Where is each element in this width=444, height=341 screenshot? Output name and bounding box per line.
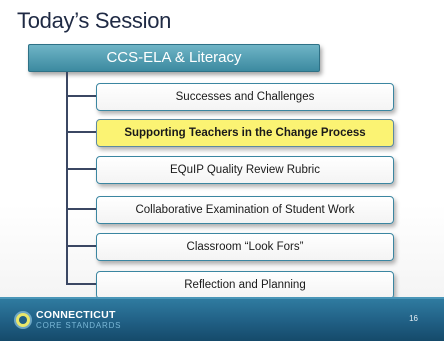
agenda-item-successes: Successes and Challenges <box>96 83 394 111</box>
agenda-item-equip-rubric: EQuIP Quality Review Rubric <box>96 156 394 184</box>
tree-branch <box>66 245 96 247</box>
logo-text-connecticut: CONNECTICUT <box>36 309 116 321</box>
tree-branch <box>66 168 96 170</box>
tree-branch <box>66 208 96 210</box>
slide-title: Today’s Session <box>17 8 172 33</box>
footer-bar: CONNECTICUT CORE STANDARDS 16 <box>0 299 444 341</box>
agenda-item-look-fors: Classroom “Look Fors” <box>96 233 394 261</box>
page-number: 16 <box>409 314 418 323</box>
tree-branch <box>66 283 96 285</box>
logo-text-core-standards: CORE STANDARDS <box>36 321 122 330</box>
logo-circle-icon <box>14 311 32 329</box>
header-bar: CCS-ELA & Literacy <box>28 44 320 72</box>
agenda-item-reflection: Reflection and Planning <box>96 271 394 299</box>
tree-branch <box>66 95 96 97</box>
tree-connector-line <box>66 72 68 284</box>
footer-divider <box>0 297 444 299</box>
tree-branch <box>66 131 96 133</box>
agenda-item-student-work: Collaborative Examination of Student Wor… <box>96 196 394 224</box>
agenda-item-supporting-teachers: Supporting Teachers in the Change Proces… <box>96 119 394 147</box>
